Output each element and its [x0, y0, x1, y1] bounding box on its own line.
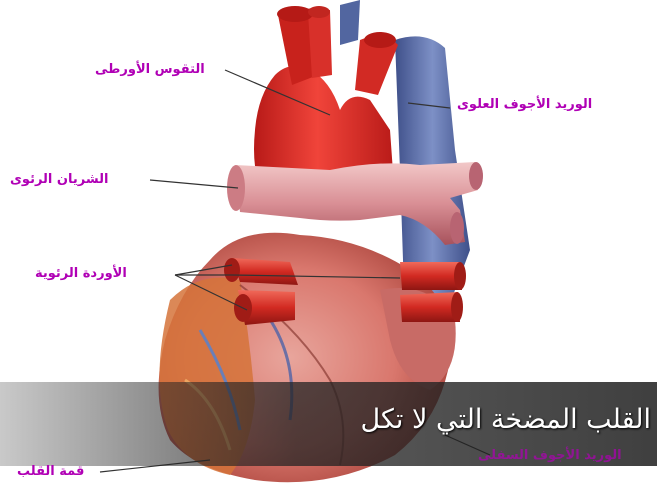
leader-pulmonary-artery	[150, 180, 238, 188]
pulmonary-artery-shape	[227, 162, 483, 245]
label-superior-vena-cava: الوريد الأجوف العلوى	[457, 97, 592, 112]
label-inferior-vena-cava: الوريد الأجوف السفلى	[478, 448, 622, 463]
caption-text: القلب المضخة التي لا تكل	[361, 404, 651, 435]
label-apex: قمة القلب	[17, 464, 84, 479]
label-aortic-arch: التقوس الأورطى	[95, 62, 205, 77]
label-pulmonary-veins: الأوردة الرئوية	[35, 266, 127, 281]
label-pulmonary-artery: الشريان الرئوى	[10, 172, 108, 187]
